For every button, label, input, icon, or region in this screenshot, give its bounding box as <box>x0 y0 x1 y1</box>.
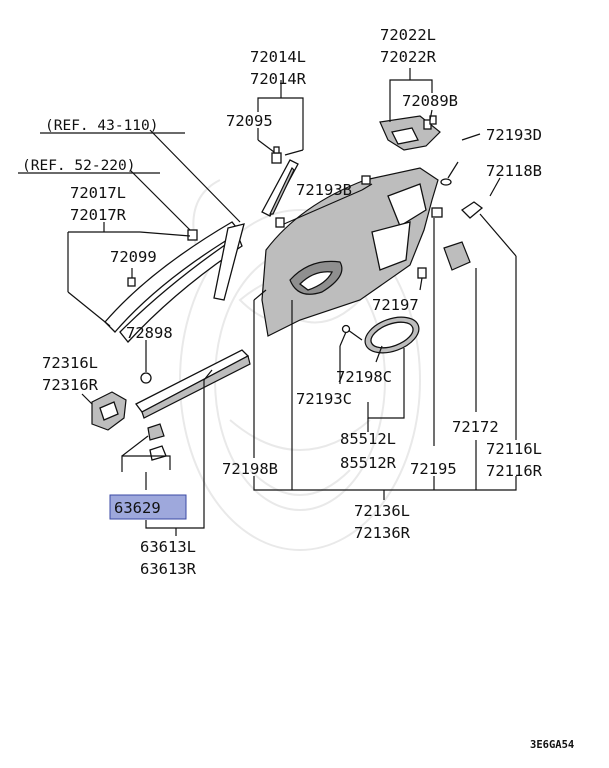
part-label-72017r[interactable]: 72017R <box>70 206 127 224</box>
part-label-72198b[interactable]: 72198B <box>222 460 278 478</box>
part-label-72316r[interactable]: 72316R <box>42 376 99 394</box>
ref-43-110-label[interactable]: (REF. 43-110) <box>45 118 159 134</box>
clip-72898-drawing <box>140 372 152 384</box>
part-label-72193d[interactable]: 72193D <box>486 126 542 144</box>
part-label-72116r[interactable]: 72116R <box>486 462 543 480</box>
clip-72197-drawing <box>417 267 427 279</box>
part-label-72136l[interactable]: 72136L <box>354 502 410 520</box>
clip-63629-drawing <box>147 423 167 461</box>
part-label-72172[interactable]: 72172 <box>452 418 499 436</box>
part-label-72089b[interactable]: 72089B <box>402 92 458 110</box>
screw-72193d-drawing <box>440 161 459 186</box>
part-label-72022l[interactable]: 72022L <box>380 26 436 44</box>
part-label-72193c[interactable]: 72193C <box>296 390 352 408</box>
speaker-grille-drawing <box>364 316 420 354</box>
part-label-72095[interactable]: 72095 <box>226 112 273 130</box>
part-label-72014r[interactable]: 72014R <box>250 70 307 88</box>
part-label-85512r[interactable]: 85512R <box>340 454 397 472</box>
clip-72193b-drawing <box>275 175 443 228</box>
diagram-code: 3E6GA54 <box>530 739 574 751</box>
part-label-63629[interactable]: 63629 <box>114 499 161 517</box>
leader-lines <box>67 68 517 536</box>
part-label-63613l[interactable]: 63613L <box>140 538 196 556</box>
part-label-72898[interactable]: 72898 <box>126 324 173 342</box>
lower-trim-72316-drawing <box>91 391 127 431</box>
selected-part-highlight <box>109 494 187 520</box>
part-label-72198c[interactable]: 72198C <box>336 368 392 386</box>
part-label-72193b[interactable]: 72193B <box>296 181 352 199</box>
part-label-72118b[interactable]: 72118B <box>486 162 542 180</box>
part-label-72316l[interactable]: 72316L <box>42 354 98 372</box>
part-label-72197[interactable]: 72197 <box>372 296 419 314</box>
part-label-72014l[interactable]: 72014L <box>250 48 306 66</box>
part-label-63613r[interactable]: 63613R <box>140 560 197 578</box>
clip-72118b-drawing <box>460 201 484 219</box>
ref-52-220-label[interactable]: (REF. 52-220) <box>22 158 136 174</box>
cover-72172-drawing <box>443 241 471 271</box>
clip-72095-drawing <box>271 146 282 164</box>
quarter-trim-72136-drawing <box>261 167 439 337</box>
part-label-72017l[interactable]: 72017L <box>70 184 126 202</box>
b-pillar-trim-drawing <box>261 159 299 217</box>
part-label-72136r[interactable]: 72136R <box>354 524 411 542</box>
part-label-72022r[interactable]: 72022R <box>380 48 437 66</box>
part-label-72116l[interactable]: 72116L <box>486 440 542 458</box>
part-label-72195[interactable]: 72195 <box>410 460 457 478</box>
part-label-72099[interactable]: 72099 <box>110 248 157 266</box>
part-label-85512l[interactable]: 85512L <box>340 430 396 448</box>
scuff-plate-63613-drawing <box>135 349 251 419</box>
a-pillar-trim-drawing <box>104 221 245 343</box>
